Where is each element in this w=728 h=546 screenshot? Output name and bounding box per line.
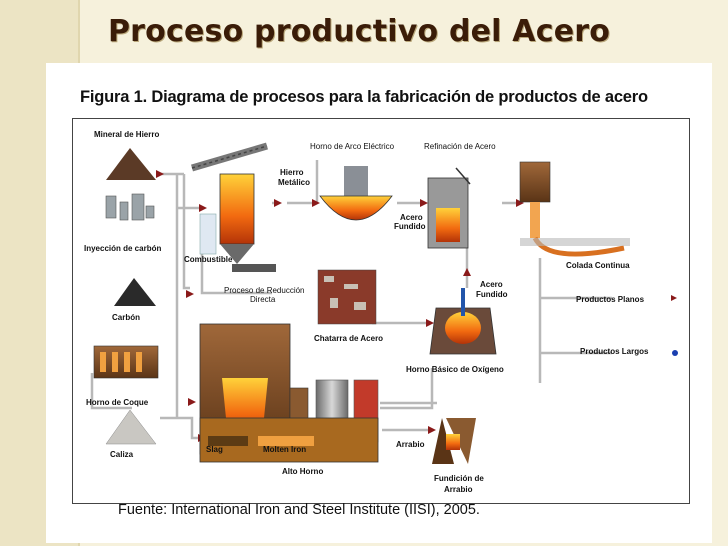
label-acero-fundido-a-2: Fundido xyxy=(394,222,426,231)
iron-ore-pile xyxy=(106,148,156,180)
electric-arc-furnace xyxy=(320,166,392,220)
label-slag: Slag xyxy=(206,445,223,454)
label-acero-fundido-b-2: Fundido xyxy=(476,290,508,299)
label-productos-largos: Productos Largos xyxy=(580,347,648,356)
continuous-caster xyxy=(520,162,630,254)
label-reduccion-directa-1: Proceso de Reducción xyxy=(224,286,305,295)
label-hierro-metalico-2: Metálico xyxy=(278,178,310,187)
conveyor-belt xyxy=(192,146,267,168)
label-hierro-metalico-1: Hierro xyxy=(280,168,304,177)
label-molten-iron: Molten Iron xyxy=(263,445,306,454)
slide-title: Proceso productivo del Acero xyxy=(108,14,610,49)
label-acero-fundido-b-1: Acero xyxy=(480,280,503,289)
figure-caption: Figura 1. Diagrama de procesos para la f… xyxy=(80,88,648,107)
limestone-pile xyxy=(106,410,156,444)
label-carbon: Carbón xyxy=(112,313,140,322)
blue-marker xyxy=(672,350,678,356)
ladle-refining xyxy=(428,168,470,248)
label-chatarra: Chatarra de Acero xyxy=(314,334,383,343)
label-colada-continua: Colada Continua xyxy=(566,261,630,270)
coke-oven-battery xyxy=(94,346,158,378)
label-mineral-hierro: Mineral de Hierro xyxy=(94,130,159,139)
label-caliza: Caliza xyxy=(110,450,133,459)
label-arrabio: Arrabio xyxy=(396,440,424,449)
blast-furnace xyxy=(200,324,378,462)
pig-iron-casting-machine xyxy=(432,418,476,464)
label-reduccion-directa-2: Directa xyxy=(250,295,275,304)
label-productos-planos: Productos Planos xyxy=(576,295,644,304)
coal-injection-equipment xyxy=(106,194,154,220)
label-inyeccion-carbon: Inyección de carbón xyxy=(84,244,161,253)
label-horno-coque: Horno de Coque xyxy=(86,398,148,407)
label-combustible: Combustible xyxy=(184,255,232,264)
label-fundicion-1: Fundición de xyxy=(434,474,484,483)
label-acero-fundido-a-1: Acero xyxy=(400,213,423,222)
label-alto-horno: Alto Horno xyxy=(282,467,323,476)
label-horno-basico: Horno Básico de Oxígeno xyxy=(406,365,504,374)
label-horno-arco: Horno de Arco Eléctrico xyxy=(310,142,394,151)
process-diagram xyxy=(72,118,688,502)
source-note: Fuente: International Iron and Steel Ins… xyxy=(118,502,480,518)
coal-pile xyxy=(114,278,156,306)
label-refinacion: Refinación de Acero xyxy=(424,142,496,151)
label-fundicion-2: Arrabio xyxy=(444,485,472,494)
